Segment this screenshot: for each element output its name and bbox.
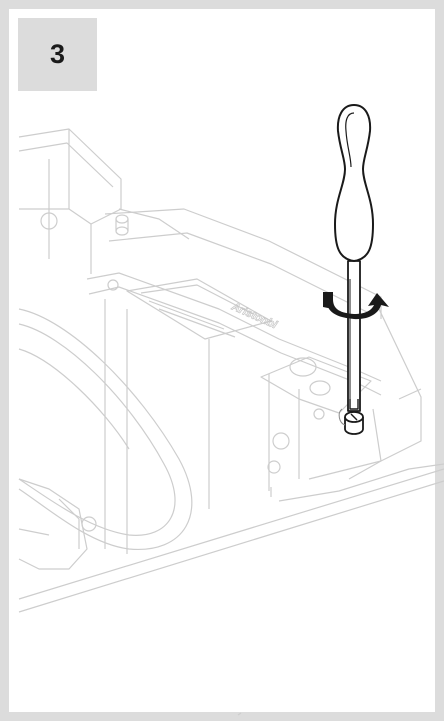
screwdriver-icon: [334, 104, 374, 412]
assembly-illustration: Aristonbi: [18, 104, 444, 716]
step-number: 3: [49, 39, 66, 69]
rotate-arrow-icon: [323, 292, 389, 320]
screw-icon: [338, 408, 364, 435]
appliance-housing: [18, 128, 444, 716]
step-number-badge: 3: [18, 18, 97, 91]
